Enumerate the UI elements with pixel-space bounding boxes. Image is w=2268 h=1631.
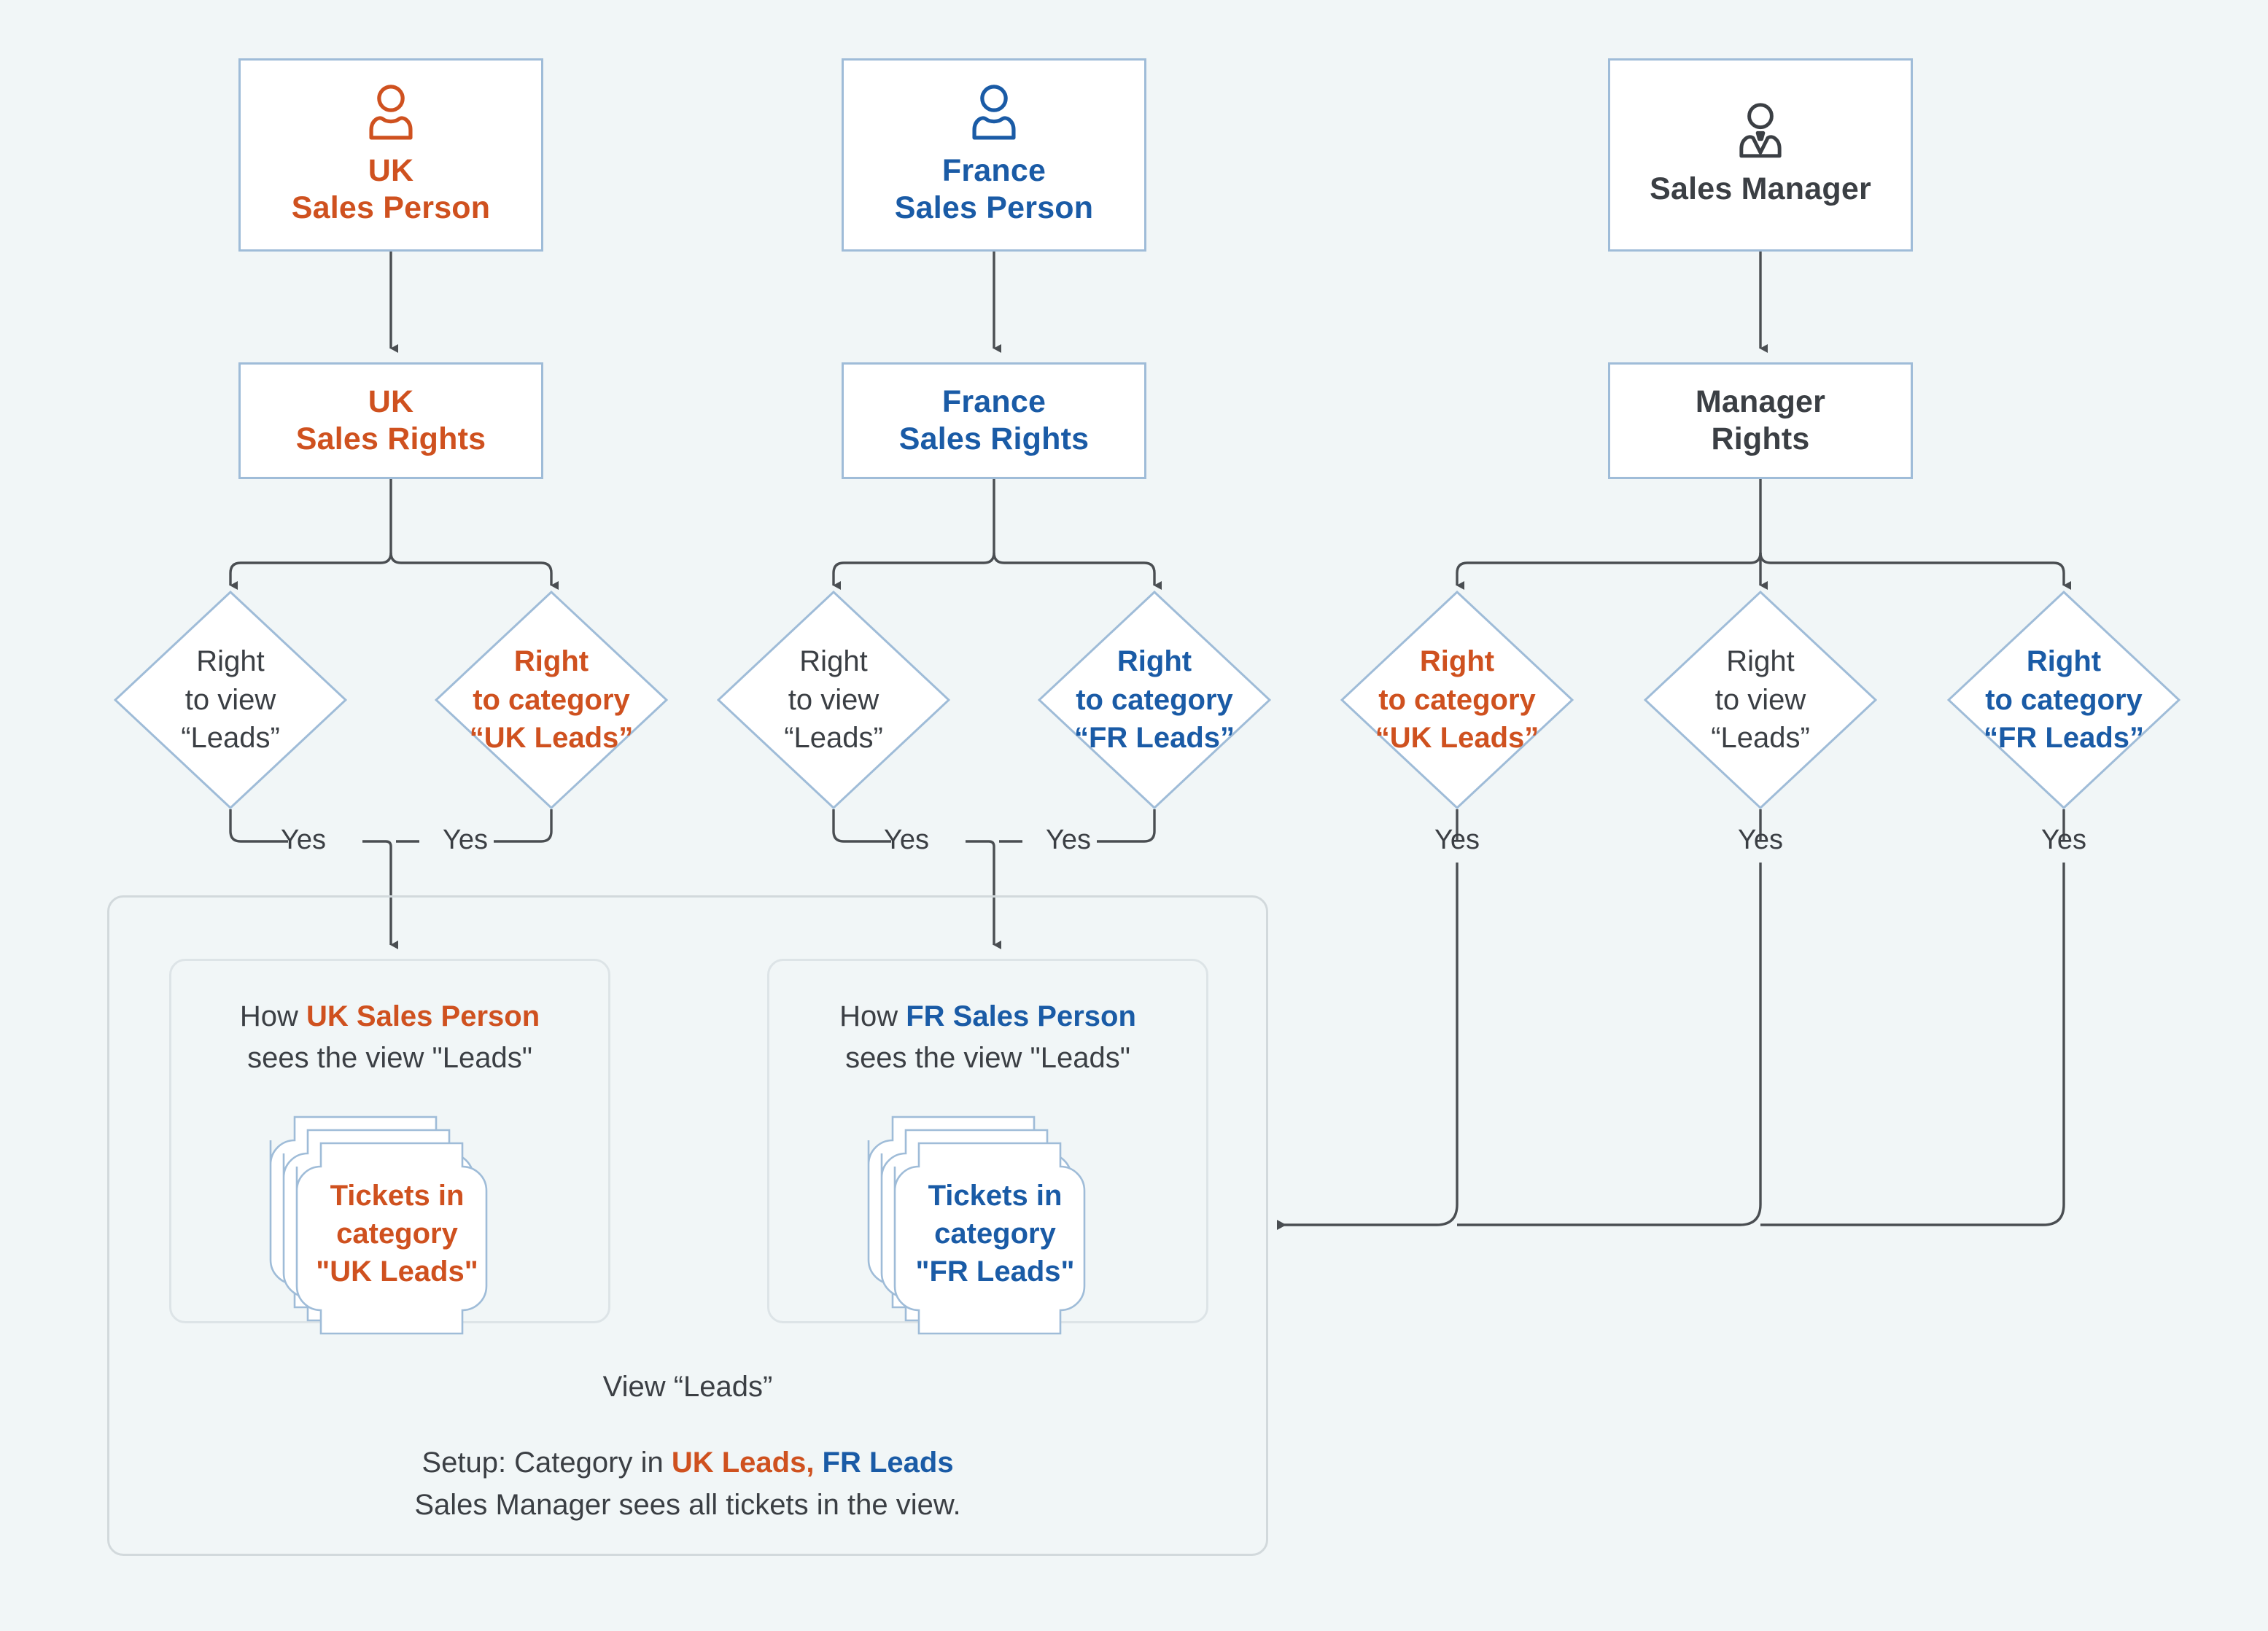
result-card-caption-fr: How FR Sales Person sees the view "Leads…	[839, 996, 1136, 1079]
ticket-label-uk: Tickets in category "UK Leads"	[316, 1179, 478, 1288]
decision-fr-view[interactable]: Right to view “Leads”	[717, 591, 950, 809]
result-panel-footer: View “Leads” Setup: Category in UK Leads…	[107, 1371, 1268, 1526]
diamond-shape	[1947, 591, 2180, 809]
footer-setup-fr: FR Leads	[814, 1447, 954, 1479]
result-panel	[107, 895, 1268, 1556]
persona-box-uk[interactable]: UK Sales Person	[238, 58, 543, 252]
decision-label: Right to view “Leads”	[784, 645, 883, 755]
persona-box-fr[interactable]: France Sales Person	[842, 58, 1146, 252]
decision-label: Right to view “Leads”	[1711, 645, 1810, 755]
ticket-shapes	[867, 1116, 1085, 1334]
decision-manager-fr-category[interactable]: Right to category “FR Leads”	[1947, 591, 2180, 809]
ticket-shapes	[269, 1116, 487, 1334]
caption-highlight: UK Sales Person	[306, 1000, 540, 1032]
diamond-shape	[1644, 591, 1877, 809]
result-card-uk[interactable]: How UK Sales Person sees the view "Leads…	[169, 959, 610, 1334]
persona-label-fr: France Sales Person	[894, 152, 1094, 225]
ticket-label-fr: Tickets in category "FR Leads"	[915, 1179, 1075, 1288]
person-icon	[967, 84, 1021, 142]
persona-label-uk: UK Sales Person	[291, 152, 491, 225]
manager-icon	[1733, 102, 1787, 160]
footer-setup-prefix: Setup: Category in	[422, 1447, 672, 1479]
rights-box-manager[interactable]: Manager Rights	[1608, 362, 1913, 479]
diamond-shape	[717, 591, 950, 809]
result-card-fr[interactable]: How FR Sales Person sees the view "Leads…	[767, 959, 1208, 1334]
decision-label: Right to category “FR Leads”	[1983, 645, 2145, 755]
rights-box-fr[interactable]: France Sales Rights	[842, 362, 1146, 479]
decision-manager-uk-category[interactable]: Right to category “UK Leads”	[1340, 591, 1574, 809]
footer-setup-line2: Sales Manager sees all tickets in the vi…	[414, 1489, 961, 1521]
footer-setup-uk: UK Leads,	[671, 1447, 815, 1479]
caption-prefix: How	[839, 1000, 906, 1032]
edge-label-yes-manager-view: Yes	[1738, 825, 1783, 855]
decision-fr-category[interactable]: Right to category “FR Leads”	[1038, 591, 1271, 809]
ticket-stack-fr: Tickets in category "FR Leads"	[864, 1107, 1112, 1334]
edge-label-yes-fr-view: Yes	[884, 825, 929, 855]
edge-label-yes-manager-fr: Yes	[2041, 825, 2086, 855]
persona-box-manager[interactable]: Sales Manager	[1608, 58, 1913, 252]
decision-uk-category[interactable]: Right to category “UK Leads”	[435, 591, 668, 809]
result-card-caption-uk: How UK Sales Person sees the view "Leads…	[240, 996, 540, 1079]
diamond-shape	[1038, 591, 1271, 809]
edge-label-yes-manager-uk: Yes	[1434, 825, 1480, 855]
diamond-shape	[114, 591, 347, 809]
edge-label-yes-uk-category: Yes	[443, 825, 488, 855]
caption-prefix: How	[239, 1000, 306, 1032]
footer-setup-text: Setup: Category in UK Leads, FR Leads Sa…	[107, 1441, 1268, 1526]
decision-label: Right to category “UK Leads”	[1375, 645, 1539, 755]
rights-label-manager: Manager Rights	[1695, 384, 1826, 456]
rights-label-uk: UK Sales Rights	[295, 384, 486, 456]
person-icon	[364, 84, 418, 142]
decision-manager-view[interactable]: Right to view “Leads”	[1644, 591, 1877, 809]
decision-label: Right to view “Leads”	[181, 645, 280, 755]
rights-box-uk[interactable]: UK Sales Rights	[238, 362, 543, 479]
caption-highlight: FR Sales Person	[906, 1000, 1136, 1032]
decision-uk-view[interactable]: Right to view “Leads”	[114, 591, 347, 809]
diamond-shape	[1340, 591, 1574, 809]
rights-label-fr: France Sales Rights	[898, 384, 1090, 456]
footer-view-label: View “Leads”	[602, 1371, 773, 1403]
persona-label-manager: Sales Manager	[1650, 171, 1871, 207]
caption-suffix: sees the view "Leads"	[845, 1041, 1130, 1074]
decision-label: Right to category “FR Leads”	[1073, 645, 1235, 755]
decision-label: Right to category “UK Leads”	[469, 645, 634, 755]
diamond-shape	[435, 591, 668, 809]
edge-label-yes-fr-category: Yes	[1046, 825, 1091, 855]
ticket-stack-uk: Tickets in category "UK Leads"	[266, 1107, 514, 1334]
edge-label-yes-uk-view: Yes	[281, 825, 326, 855]
caption-suffix: sees the view "Leads"	[247, 1041, 532, 1074]
